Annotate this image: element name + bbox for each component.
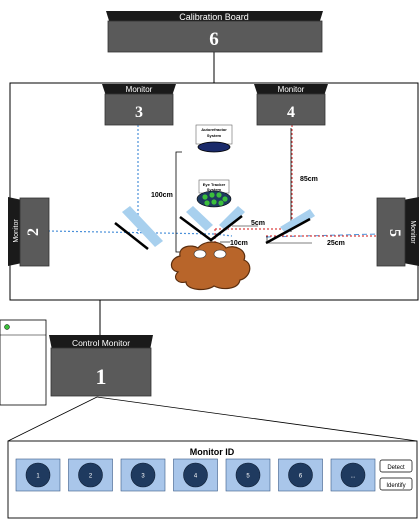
monitor-tile-label: 4 — [194, 474, 198, 480]
monitor-4: Monitor 4 — [254, 84, 328, 126]
calibration-board-number: 6 — [209, 29, 219, 50]
mirror-left — [114, 206, 163, 250]
monitor-tile-label: 5 — [246, 474, 250, 480]
detect-button-label: Detect — [387, 465, 405, 471]
eye-tracker-label-1: Eye Tracker — [203, 182, 226, 187]
monitor-tiles: 1 2 3 4 5 6... — [15, 458, 376, 492]
control-monitor: Control Monitor 1 — [49, 335, 153, 397]
monitor-tile-7[interactable]: ... — [330, 458, 376, 492]
subject-head — [170, 241, 251, 291]
eye-tracker-system: Eye Tracker System — [196, 179, 232, 208]
autorefractor-label-2: System — [207, 133, 222, 138]
power-led-icon — [4, 324, 10, 330]
monitor-tile-label: 2 — [89, 474, 93, 480]
monitor-5: Monitor 5 — [376, 197, 419, 267]
monitor-tile-2[interactable]: 2 — [68, 458, 113, 492]
distance-85-label: 85cm — [300, 176, 318, 183]
monitor-5-label: Monitor — [409, 220, 416, 244]
mirror-center — [179, 206, 245, 242]
monitor-tile-6[interactable]: 6 — [278, 458, 323, 492]
monitor-5-number: 5 — [386, 229, 403, 237]
control-monitor-number: 1 — [96, 364, 107, 389]
monitor-tile-label: ... — [350, 474, 355, 480]
distance-5-label: 5cm — [251, 220, 265, 227]
monitor-2: Monitor 2 — [8, 197, 50, 267]
projection-line-right — [96, 396, 418, 442]
calibration-board-label: Calibration Board — [179, 12, 249, 22]
monitor-4-number: 4 — [287, 104, 295, 121]
distance-10-label: 10cm — [230, 240, 248, 247]
projection-line-left — [7, 396, 98, 442]
monitor-3: Monitor 3 — [102, 84, 176, 126]
autorefractor-label-1: Autorefractor — [201, 127, 227, 132]
monitor-tile-5[interactable]: 5 — [225, 458, 271, 492]
mirror-right — [265, 209, 315, 245]
monitor-tile-label: 3 — [141, 474, 145, 480]
distance-25-label: 25cm — [327, 240, 345, 247]
autorefractor-system: Autorefractor System — [195, 124, 233, 153]
monitor-2-number: 2 — [25, 228, 42, 236]
monitor-3-number: 3 — [135, 104, 143, 121]
monitor-id-title: Monitor ID — [190, 447, 235, 457]
monitor-tile-label: 6 — [299, 474, 303, 480]
blue-light-path — [47, 125, 233, 237]
computer-tower — [0, 319, 47, 406]
identify-button[interactable]: Identify — [379, 477, 413, 491]
monitor-tile-4[interactable]: 4 — [173, 458, 218, 492]
monitor-2-label: Monitor — [13, 219, 20, 243]
monitor-4-label: Monitor — [278, 85, 305, 94]
detect-button[interactable]: Detect — [379, 459, 413, 473]
monitor-tile-label: 1 — [36, 474, 40, 480]
monitor-tile-3[interactable]: 3 — [120, 458, 166, 492]
monitor-3-label: Monitor — [126, 85, 153, 94]
monitor-tile-1[interactable]: 1 — [15, 458, 61, 492]
eye-tracker-label-2: System — [207, 187, 222, 192]
control-monitor-label: Control Monitor — [72, 338, 130, 348]
distance-bracket-100 — [175, 151, 182, 253]
identify-button-label: Identify — [386, 483, 405, 489]
distance-100-label: 100cm — [151, 192, 173, 199]
calibration-board: Calibration Board 6 — [106, 11, 323, 53]
